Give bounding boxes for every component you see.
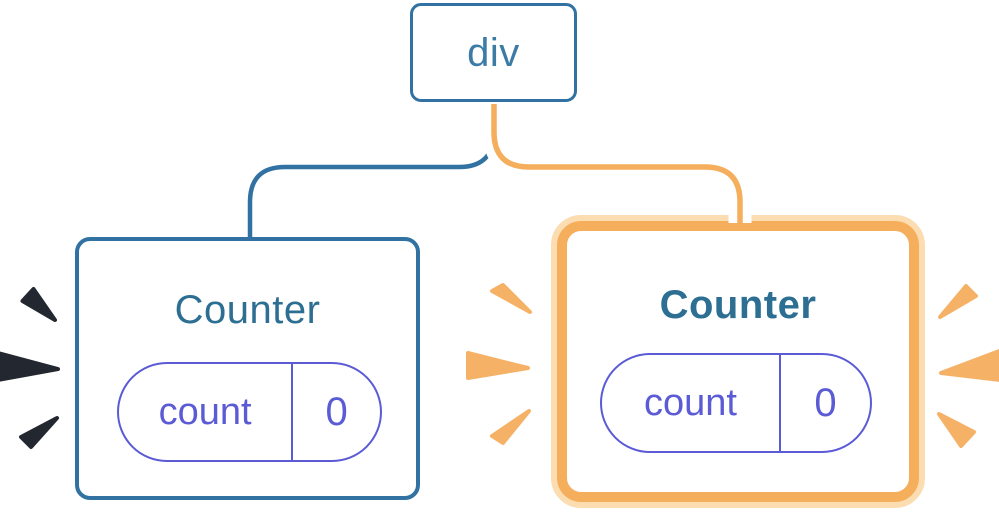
state-value-left: 0 xyxy=(291,364,380,460)
sparkle-burst-icon xyxy=(490,409,531,445)
connector-to-right-counter xyxy=(491,104,743,231)
sparkle-burst-icon xyxy=(490,283,532,314)
sparkle-burst-icon xyxy=(939,348,999,382)
poof-burst-icon xyxy=(0,351,60,382)
root-node-label: div xyxy=(467,30,520,75)
sparkle-burst-icon xyxy=(938,284,978,319)
counter-card-left: Counter count 0 xyxy=(75,237,420,500)
counter-title-left: Counter xyxy=(174,288,321,332)
root-node-div: div xyxy=(410,3,577,102)
counter-card-right: Counter count 0 xyxy=(551,215,925,508)
counter-title-right: Counter xyxy=(659,283,817,327)
counter-card-right-inner: Counter count 0 xyxy=(557,221,919,502)
sparkle-burst-icon xyxy=(937,412,976,448)
poof-burst-icon xyxy=(20,287,57,322)
sparkle-burst-icon xyxy=(466,351,530,380)
state-key-left: count xyxy=(158,390,252,433)
state-value-right: 0 xyxy=(778,355,870,451)
state-pill-right: count 0 xyxy=(600,353,872,453)
state-key-right: count xyxy=(643,381,737,424)
connector-right-white-casing xyxy=(482,106,752,223)
connector-to-left-counter xyxy=(247,104,497,239)
poof-burst-icon xyxy=(19,416,59,449)
state-pill-left: count 0 xyxy=(117,362,382,462)
